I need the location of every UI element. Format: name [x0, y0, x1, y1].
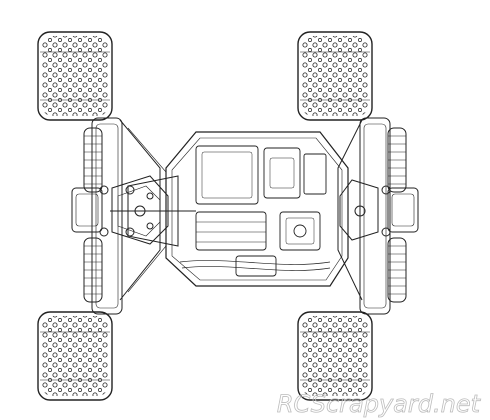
tire-front-left — [37, 31, 113, 121]
left-suspension — [71, 117, 169, 315]
right-suspension — [337, 117, 419, 315]
watermark: RCScrapyard.net — [277, 390, 482, 418]
tire-rear-left — [37, 311, 113, 401]
electronics — [179, 145, 331, 277]
steering-linkage — [110, 175, 196, 247]
tire-front-right — [297, 31, 373, 121]
tire-rear-right — [297, 311, 373, 401]
chassis-tub — [165, 131, 349, 287]
